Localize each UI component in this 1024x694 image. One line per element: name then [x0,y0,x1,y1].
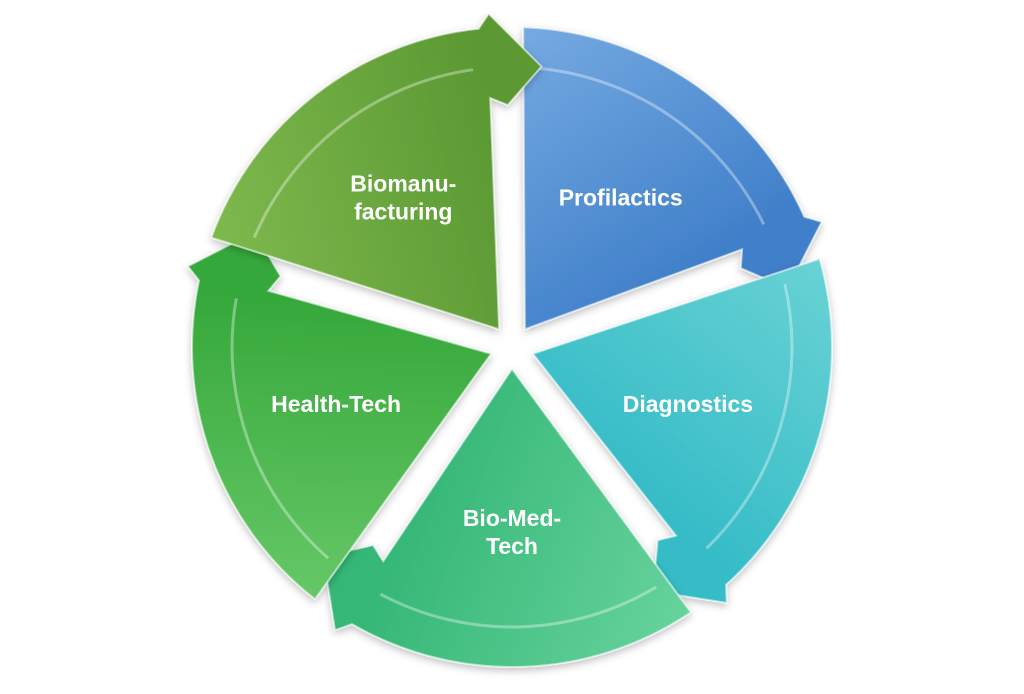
segment-label-line: Biomanu- [350,170,456,196]
segment-label-profilactics: Profilactics [559,184,683,210]
segment-diagnostics: Diagnostics [531,257,833,605]
segment-arrow-track [379,585,657,629]
segment-label-line: Health-Tech [271,391,401,417]
segment-label-biomanufacturing: Biomanu-facturing [350,170,456,224]
segment-arrow-track [230,298,330,560]
segment-wedge [322,367,693,668]
segment-label-bio-med-tech: Bio-Med-Tech [463,505,561,559]
segment-arrow-track [705,283,794,550]
segment-wedge [210,12,543,331]
segment-profilactics: Profilactics [522,26,824,331]
segment-label-line: Tech [486,533,538,559]
segment-wedge [186,230,493,601]
segment-arrow-track [252,68,474,239]
segment-label-line: Diagnostics [623,391,753,417]
segment-wedge [531,257,833,605]
segment-label-line: Bio-Med- [463,505,561,531]
segment-label-line: Profilactics [559,184,683,210]
segment-label-line: facturing [354,198,452,224]
segment-health-tech: Health-Tech [186,230,493,601]
segment-bio-med-tech: Bio-Med-Tech [322,367,693,668]
segment-label-health-tech: Health-Tech [271,391,401,417]
segment-wedge [522,26,824,331]
segment-biomanufacturing: Biomanu-facturing [210,12,543,331]
segment-arrow-track [536,66,766,225]
segment-label-diagnostics: Diagnostics [623,391,753,417]
